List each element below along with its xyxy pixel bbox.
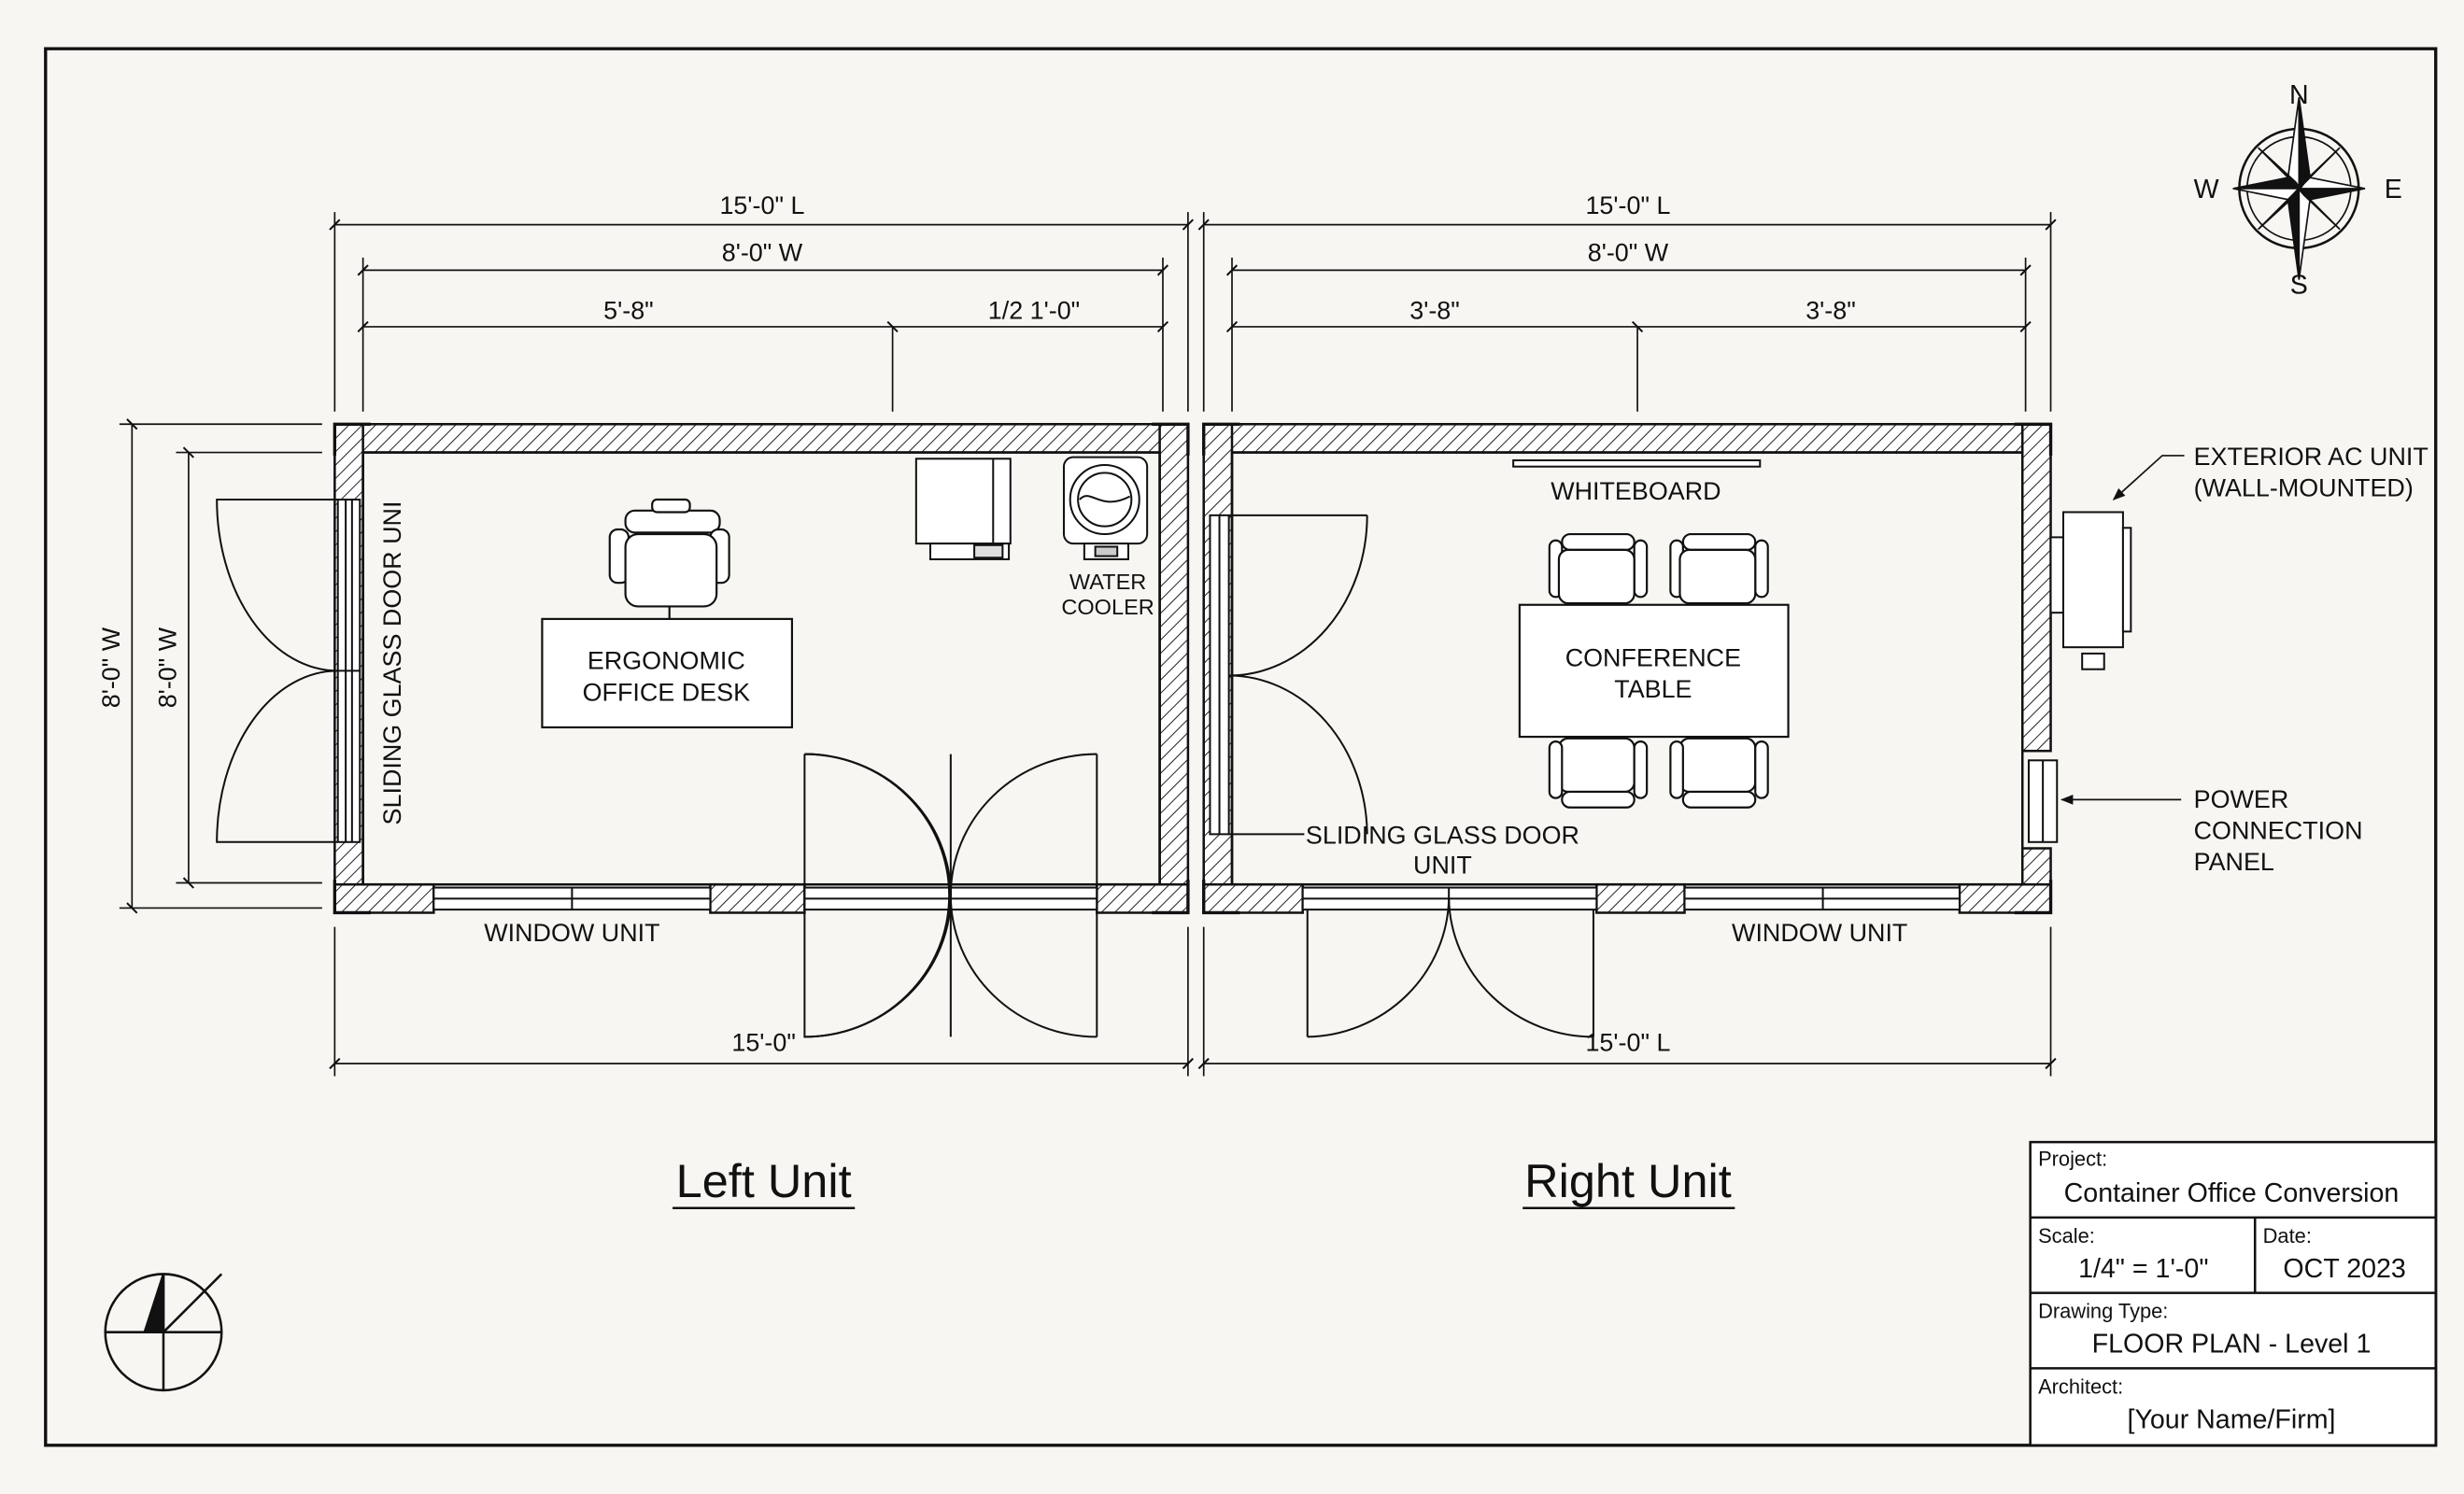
desk-label-line2: OFFICE DESK (583, 678, 750, 706)
right-dim-seg-b: 3'-8" (1806, 297, 1856, 325)
left-dim-width-top: 8'-0" W (722, 238, 803, 266)
right-sliding-label-line2: UNIT (1413, 851, 1472, 879)
right-dim-length-top: 15'-0" L (1585, 191, 1670, 219)
compass-rose (2232, 97, 2366, 280)
left-dim-side-outer: 8'-0" W (97, 627, 125, 708)
tb-scale-label: Scale: (2038, 1224, 2095, 1247)
right-dim-width-top: 8'-0" W (1588, 238, 1669, 266)
compass-south: S (2290, 271, 2308, 301)
left-unit-corner-posts (333, 422, 1190, 915)
table-label-line1: CONFERENCE (1565, 643, 1741, 671)
cooler-label-line2: COOLER (1061, 595, 1154, 619)
left-dim-side-inner: 8'-0" W (153, 627, 181, 708)
table-label-line2: TABLE (1614, 675, 1692, 703)
left-dim-length-top: 15'-0" L (719, 191, 804, 219)
right-entry-door (1301, 886, 1598, 1038)
tb-project-value: Container Office Conversion (2064, 1178, 2400, 1208)
left-sliding-door-label: SLIDING GLASS DOOR UNI (378, 501, 406, 825)
left-double-door (803, 753, 1098, 1038)
sheet-border (44, 47, 2438, 1447)
power-connection-panel (2027, 759, 2059, 843)
right-dim-seg-a: 3'-8" (1409, 297, 1460, 325)
exterior-ac-unit (2049, 511, 2132, 670)
right-dim-bottom: 15'-0" L (1585, 1029, 1670, 1057)
right-unit-corner-posts (1202, 422, 2053, 915)
left-sliding-door (216, 499, 361, 843)
right-sliding-door (1209, 514, 1368, 836)
tb-type-label: Drawing Type: (2038, 1300, 2168, 1323)
right-window-unit (1683, 886, 1961, 911)
left-dim-seg-b: 1/2 1'-0" (988, 297, 1080, 325)
whiteboard-label: WHITEBOARD (1551, 477, 1721, 505)
compass-west: W (2194, 175, 2219, 204)
compass-north: N (2289, 80, 2309, 110)
tb-scale-value: 1/4" = 1'-0" (2078, 1254, 2208, 1284)
tb-architect-label: Architect: (2038, 1374, 2123, 1398)
tb-type-value: FLOOR PLAN - Level 1 (2092, 1330, 2372, 1360)
ac-leader-line (2112, 455, 2185, 500)
ac-label-line2: (WALL-MOUNTED) (2194, 474, 2414, 502)
left-window-label: WINDOW UNIT (484, 919, 659, 947)
tb-architect-value: [Your Name/Firm] (2128, 1404, 2336, 1434)
left-window-unit (432, 886, 712, 911)
cooler-label-line1: WATER (1069, 570, 1146, 594)
left-dim-seg-a: 5'-8" (603, 297, 654, 325)
tb-project-label: Project: (2038, 1147, 2107, 1170)
compass-east: E (2385, 175, 2402, 204)
ac-label-line1: EXTERIOR AC UNIT (2194, 443, 2429, 471)
water-cooler (1062, 456, 1149, 560)
whiteboard (1512, 458, 1762, 468)
desk-label-line1: ERGONOMIC (588, 647, 745, 675)
power-label-line1: POWER (2194, 785, 2289, 813)
tb-date-value: OCT 2023 (2283, 1254, 2405, 1284)
north-arrow-icon (104, 1273, 223, 1392)
office-chair (608, 498, 730, 619)
left-unit-title: Left Unit (676, 1154, 852, 1207)
conference-table (1518, 603, 1790, 739)
title-block (2029, 1140, 2437, 1447)
right-unit-title: Right Unit (1524, 1154, 1732, 1207)
right-dimension-lines (1197, 212, 2057, 1077)
conference-chairs (1548, 532, 1769, 809)
office-desk (541, 617, 794, 729)
left-dimension-lines (119, 212, 1194, 1077)
tb-date-label: Date: (2263, 1224, 2312, 1247)
right-sliding-label-line1: SLIDING GLASS DOOR (1306, 821, 1579, 849)
power-label-line3: PANEL (2194, 848, 2274, 876)
left-dim-bottom: 15'-0" (731, 1029, 796, 1057)
right-window-label: WINDOW UNIT (1732, 919, 1907, 947)
cabinet (914, 458, 1012, 560)
power-label-line2: CONNECTION (2194, 816, 2363, 844)
